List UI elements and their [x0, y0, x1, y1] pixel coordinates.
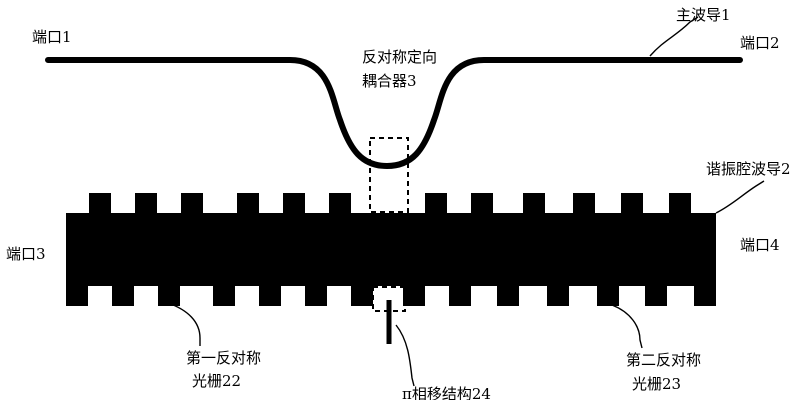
label-port2: 端口2 — [740, 34, 780, 52]
label-phase-shift: π相移结构24 — [402, 385, 491, 400]
grating-tooth — [66, 286, 88, 306]
grating-tooth — [497, 286, 519, 306]
label-first-grating-line2: 光栅22 — [192, 372, 241, 390]
grating-tooth — [547, 286, 569, 306]
grating-tooth — [523, 193, 545, 213]
label-second-grating-line1: 第二反对称 — [626, 351, 701, 369]
coupler-region-box — [369, 137, 409, 213]
grating-tooth — [621, 193, 643, 213]
grating-tooth — [259, 286, 281, 306]
grating-tooth — [597, 286, 619, 306]
grating-tooth — [449, 286, 471, 306]
leader-resonator-waveguide — [715, 180, 765, 214]
grating-tooth — [237, 193, 259, 213]
grating-tooth — [112, 286, 134, 306]
label-coupler-line2: 耦合器3 — [362, 72, 417, 90]
grating-tooth — [471, 193, 493, 213]
grating-tooth — [181, 193, 203, 213]
grating-tooth — [425, 193, 447, 213]
grating-tooth — [351, 286, 373, 306]
label-resonator-waveguide: 谐振腔波导2 — [706, 160, 791, 178]
label-coupler-line1: 反对称定向 — [362, 48, 437, 66]
label-port4: 端口4 — [740, 236, 780, 254]
leader-first-grating — [167, 302, 201, 346]
first-antisymmetric-grating — [66, 193, 373, 306]
label-main-waveguide: 主波导1 — [676, 6, 731, 24]
grating-tooth — [669, 193, 691, 213]
label-port3: 端口3 — [6, 245, 46, 263]
grating-tooth — [89, 193, 111, 213]
leader-phase-shift — [395, 324, 415, 387]
main-waveguide — [45, 57, 743, 169]
grating-tooth — [573, 193, 595, 213]
leader-main-waveguide — [649, 16, 699, 57]
second-antisymmetric-grating — [403, 193, 716, 306]
grating-tooth — [135, 193, 157, 213]
grating-tooth — [283, 193, 305, 213]
grating-tooth — [403, 286, 425, 306]
leader-second-grating — [611, 304, 643, 349]
label-port1: 端口1 — [32, 28, 72, 46]
grating-tooth — [694, 286, 716, 306]
grating-tooth — [213, 286, 235, 306]
grating-tooth — [305, 286, 327, 306]
label-first-grating-line1: 第一反对称 — [186, 349, 261, 367]
grating-tooth — [645, 286, 667, 306]
resonator-core — [66, 213, 716, 286]
grating-tooth — [158, 286, 180, 306]
grating-tooth — [329, 193, 351, 213]
label-second-grating-line2: 光栅23 — [632, 375, 681, 393]
resonator-waveguide — [66, 213, 716, 286]
